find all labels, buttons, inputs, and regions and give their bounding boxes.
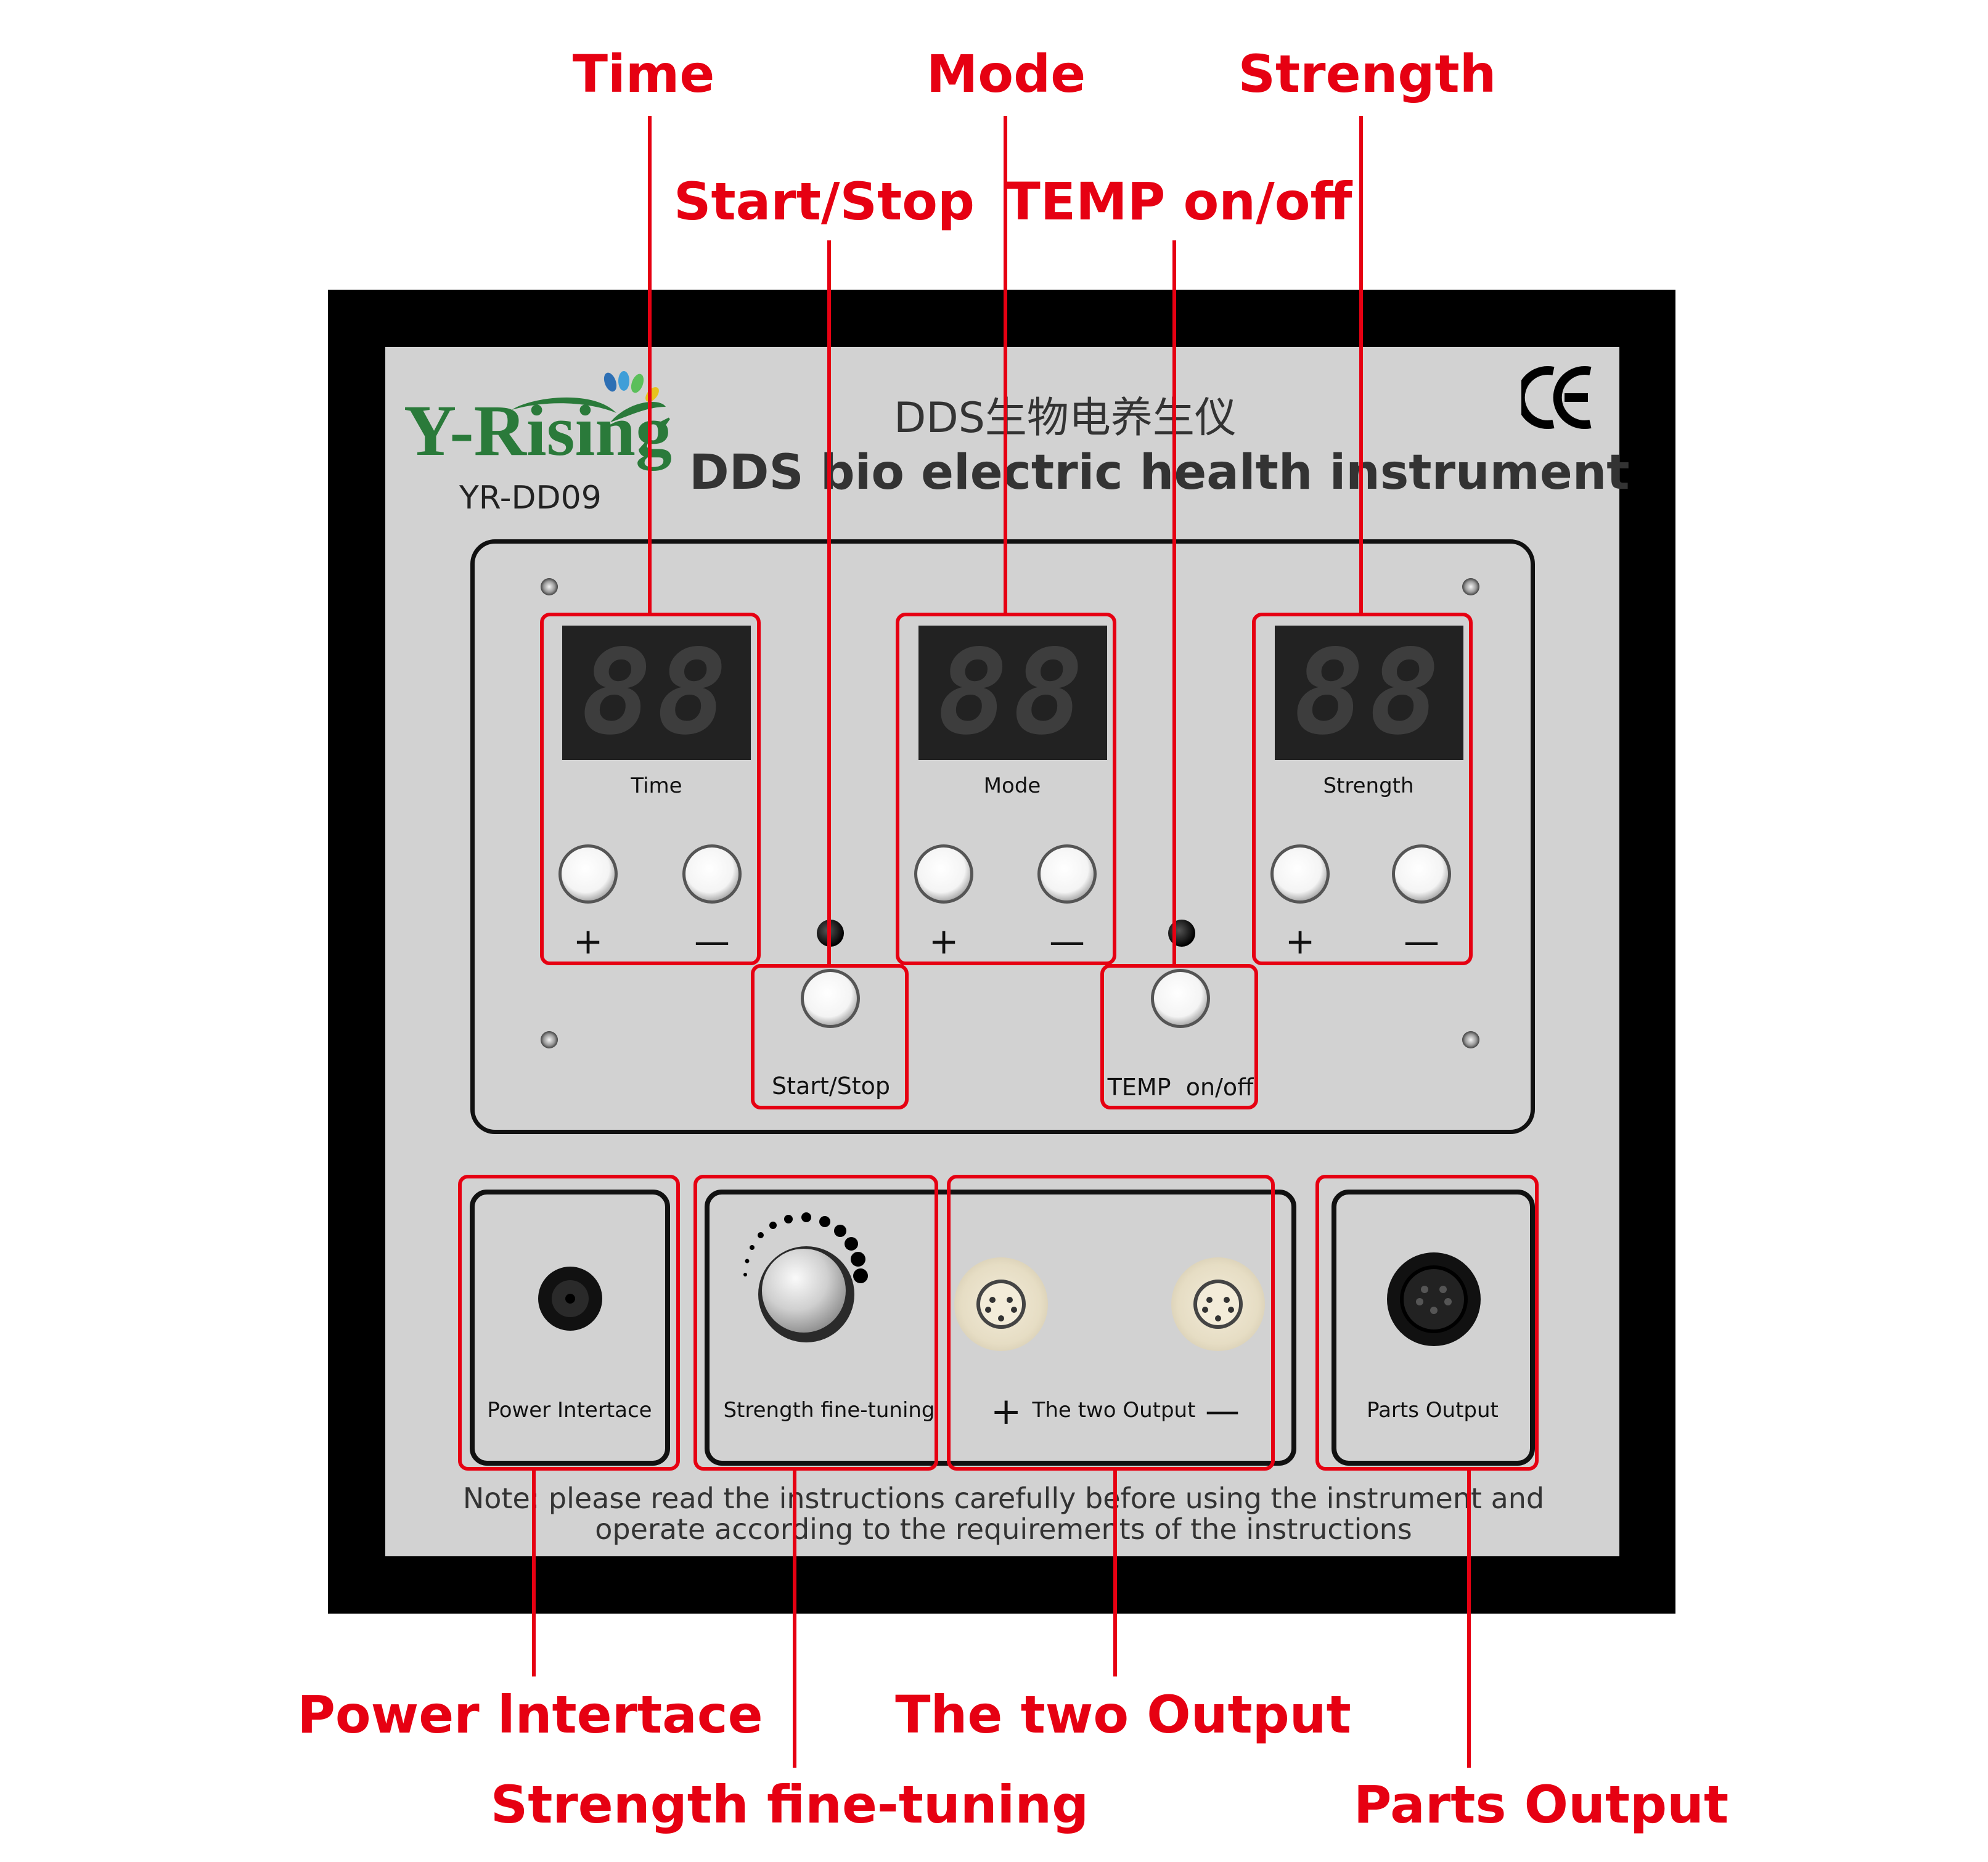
- fine-tuning-label: Strength fine-tuning: [723, 1398, 935, 1423]
- parts-output-leader-line: [1467, 1469, 1471, 1768]
- callout-parts-output: Parts Output: [1353, 1774, 1729, 1835]
- fine-tuning-leader-line: [793, 1469, 796, 1768]
- temp-label: TEMP on/off: [1107, 1074, 1254, 1101]
- callout-time: Time: [572, 44, 715, 104]
- start-stop-highlight-box: [751, 964, 909, 1109]
- parts-output-box: [1331, 1190, 1535, 1466]
- din-socket-icon[interactable]: [1171, 1257, 1265, 1351]
- model-number: YR-DD09: [459, 480, 602, 517]
- callout-start-stop: Start/Stop: [673, 171, 975, 232]
- plus-sign: +: [1285, 920, 1315, 962]
- mode-display: 88: [918, 626, 1107, 760]
- strength-highlight-box: [1252, 613, 1473, 965]
- minus-sign: —: [694, 920, 730, 962]
- power-jack-icon[interactable]: [536, 1265, 604, 1333]
- plus-sign: +: [928, 920, 959, 962]
- power-interface-box: [470, 1190, 670, 1466]
- callout-fine-tuning: Strength fine-tuning: [490, 1774, 1089, 1835]
- screw-icon: [1462, 578, 1479, 595]
- start-stop-label: Start/Stop: [771, 1072, 891, 1100]
- din-socket-icon[interactable]: [1386, 1251, 1482, 1347]
- temp-leader-line: [1172, 240, 1176, 965]
- din-socket-icon[interactable]: [954, 1257, 1048, 1351]
- note-line-1: Note: please read the instructions caref…: [462, 1482, 1545, 1515]
- minus-sign: —: [1049, 920, 1085, 962]
- parts-output-highlight-box: [1315, 1175, 1539, 1471]
- mode-minus-button[interactable]: [1037, 844, 1097, 904]
- plus-sign: +: [573, 920, 603, 962]
- output-plus-sign: +: [991, 1390, 1022, 1433]
- time-highlight-box: [540, 613, 761, 965]
- brand-logo-text: Y-Rising: [404, 390, 673, 471]
- output-section-box: [705, 1190, 1296, 1466]
- time-display: 88: [562, 626, 751, 760]
- title-chinese: DDS生物电养生仪: [894, 394, 1237, 443]
- mode-leader-line: [1004, 116, 1007, 614]
- two-output-label: The two Output: [1032, 1398, 1196, 1423]
- note-line-2: operate according to the requirements of…: [595, 1513, 1412, 1546]
- mode-highlight-box: [896, 613, 1116, 965]
- time-plus-button[interactable]: [558, 844, 618, 904]
- strength-minus-button[interactable]: [1392, 844, 1451, 904]
- mode-display-label: Mode: [983, 774, 1041, 798]
- screw-icon: [541, 578, 558, 595]
- callout-mode: Mode: [926, 44, 1086, 104]
- two-output-leader-line: [1113, 1469, 1117, 1676]
- time-minus-button[interactable]: [682, 844, 742, 904]
- strength-display-label: Strength: [1323, 774, 1414, 798]
- device-panel: [385, 347, 1619, 1556]
- strength-leader-line: [1359, 116, 1363, 614]
- time-leader-line: [648, 116, 652, 614]
- callout-power: Power lntertace: [297, 1684, 763, 1745]
- power-highlight-box: [458, 1175, 680, 1471]
- start-stop-leader-line: [827, 240, 831, 965]
- minus-sign: —: [1404, 920, 1439, 962]
- strength-display: 88: [1275, 626, 1463, 760]
- output-minus-sign: —: [1205, 1391, 1240, 1431]
- title-english: DDS bio electric health instrument: [689, 445, 1630, 500]
- power-leader-line: [532, 1469, 536, 1676]
- power-interface-label: Power Intertace: [487, 1398, 652, 1423]
- parts-output-label: Parts Output: [1367, 1398, 1499, 1423]
- callout-two-output: The two Output: [895, 1684, 1351, 1745]
- fine-tuning-highlight-box: [693, 1175, 938, 1471]
- mode-plus-button[interactable]: [914, 844, 973, 904]
- screw-icon: [541, 1031, 558, 1048]
- control-section: [470, 539, 1535, 1134]
- screw-icon: [1462, 1031, 1479, 1048]
- start-stop-button[interactable]: [801, 969, 860, 1028]
- two-output-highlight-box: [947, 1175, 1275, 1471]
- strength-plus-button[interactable]: [1270, 844, 1330, 904]
- callout-strength: Strength: [1238, 44, 1497, 104]
- temp-highlight-box: [1100, 964, 1258, 1109]
- temp-toggle-button[interactable]: [1151, 969, 1210, 1028]
- time-display-label: Time: [631, 774, 682, 798]
- callout-temp: TEMP on/off: [1005, 171, 1352, 232]
- knob-icon[interactable]: [726, 1208, 899, 1356]
- ce-mark-icon: [1521, 366, 1592, 429]
